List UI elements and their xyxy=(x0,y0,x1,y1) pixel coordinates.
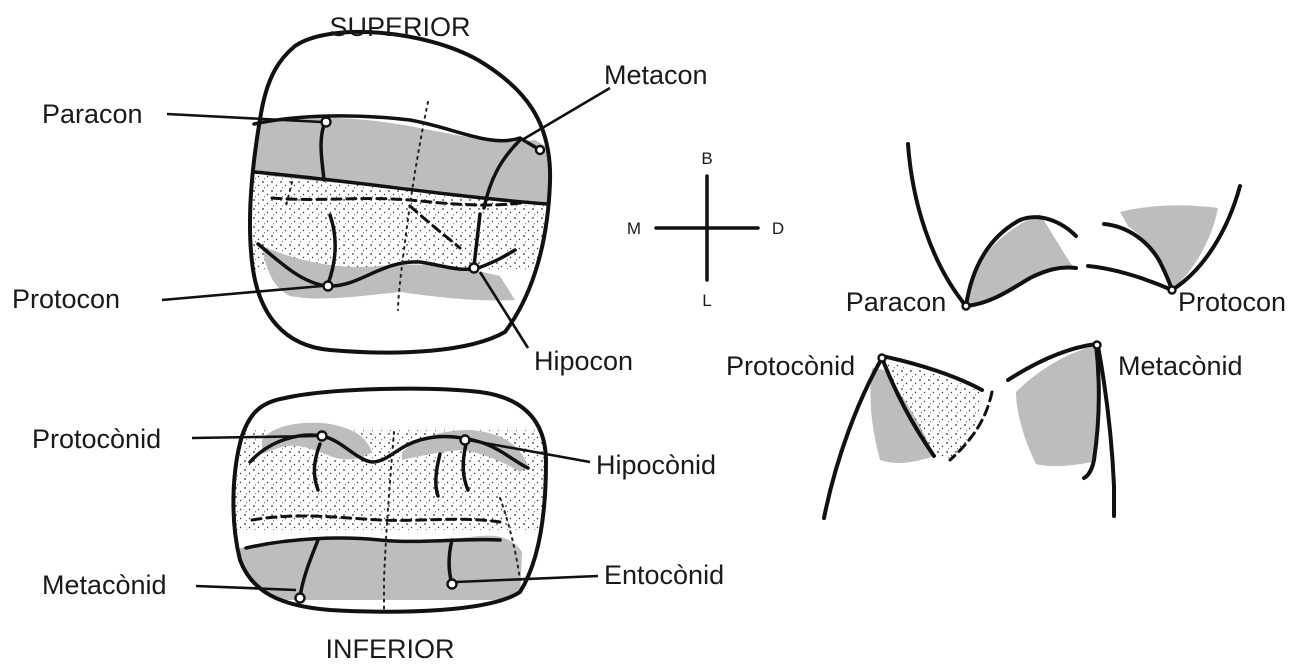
cs-protoconid-label: Protocònid xyxy=(726,351,855,381)
compass-d-label: D xyxy=(772,219,784,238)
metacon-label: Metacon xyxy=(604,60,708,90)
superior-label: SUPERIOR xyxy=(329,12,470,42)
upper-paracone-tip xyxy=(322,118,331,127)
hipocon-label: Hipocon xyxy=(534,346,633,376)
paracon-label: Paracon xyxy=(42,99,143,129)
compass-b-label: B xyxy=(701,149,712,168)
upper-molar xyxy=(240,32,560,353)
upper-protocone-tip xyxy=(324,282,333,291)
cs-left-wall xyxy=(908,144,966,306)
hipoconid-label: Hipocònid xyxy=(596,450,716,480)
cs-protocone-base xyxy=(1088,266,1172,290)
cs-metaconid-outer xyxy=(1098,346,1114,516)
cross-section-lower xyxy=(824,342,1114,519)
cs-metaconid-label: Metacònid xyxy=(1118,351,1243,381)
compass-m-label: M xyxy=(627,219,641,238)
cs-paracon-label: Paracon xyxy=(846,287,947,317)
protoconid-label: Protocònid xyxy=(32,424,161,454)
lower-protoconid-tip xyxy=(318,432,327,441)
protocon-label: Protocon xyxy=(12,284,120,314)
entoconid-label: Entocònid xyxy=(604,560,724,590)
cs-protocone-tip xyxy=(1169,287,1176,294)
lower-metaconid-tip xyxy=(296,594,305,603)
cs-protoconid-tip xyxy=(879,355,886,362)
cs-metaconid-shading xyxy=(1016,346,1098,466)
lower-entoconid-tip xyxy=(448,580,457,589)
orientation-compass: B L M D xyxy=(627,149,784,310)
lower-molar xyxy=(230,389,550,612)
inferior-label: INFERIOR xyxy=(325,634,454,664)
compass-l-label: L xyxy=(702,291,711,310)
upper-metacone-tip xyxy=(536,146,544,154)
cs-metaconid-tip xyxy=(1094,342,1101,349)
metaconid-label: Metacònid xyxy=(42,570,167,600)
upper-hypocone-tip xyxy=(470,264,479,273)
cross-section-upper xyxy=(908,144,1240,310)
cs-protocon-label: Protocon xyxy=(1178,287,1286,317)
cs-paracone-tip xyxy=(963,303,970,310)
